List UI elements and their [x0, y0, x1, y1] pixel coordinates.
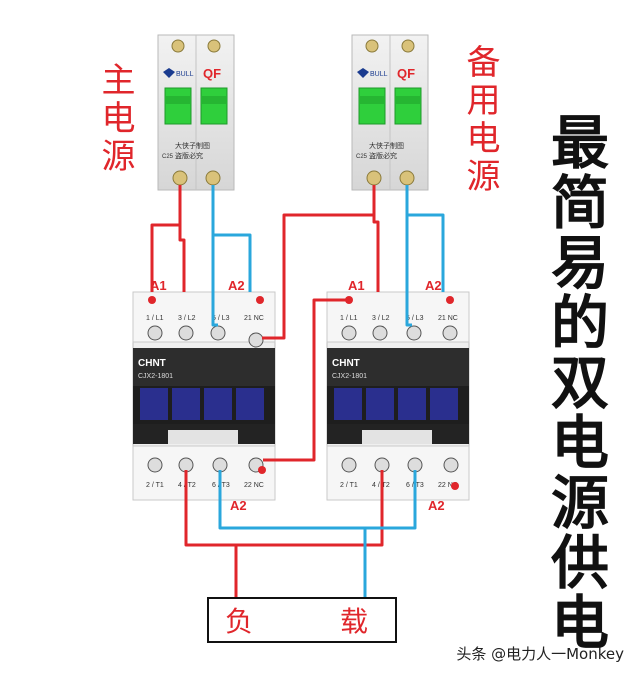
terminal-label: 5 / L3: [406, 315, 424, 322]
load-box: 负 载: [207, 597, 397, 643]
main-supply-label: 主电源: [95, 62, 135, 176]
contactor-brand: CHNT: [332, 358, 360, 369]
contactor-brand: CHNT: [138, 358, 166, 369]
wire-red: [178, 185, 186, 292]
breaker-text-2: 盗版必究: [369, 151, 397, 160]
wire-red: [372, 185, 380, 292]
wires: [150, 185, 445, 600]
coil-label-a1: A1: [348, 278, 365, 293]
bull-logo-icon: [163, 68, 175, 78]
contactor-model: CJX2-1801: [332, 373, 367, 380]
load-label-1: 负: [225, 606, 253, 637]
backup-supply-label: 备用电源: [460, 44, 500, 196]
coil-label-a1: A1: [150, 278, 167, 293]
terminal-label: 5 / L3: [212, 315, 230, 322]
coil-terminal-dots: [148, 296, 459, 490]
wire-blue: [407, 213, 445, 292]
breaker-brand: BULL: [176, 71, 194, 78]
breaker-qf-mark: QF: [397, 66, 415, 81]
terminal-label: 22 NC: [438, 482, 458, 489]
coil-label-a2: A2: [425, 278, 442, 293]
breaker-rating: C25: [356, 154, 368, 160]
watermark: 头条 @电力人一Monkey: [456, 645, 624, 663]
coil-label-a2: A2: [228, 278, 245, 293]
terminal-label: 1 / L1: [146, 315, 164, 322]
coil-label-a2: A2: [428, 498, 445, 513]
contactor-backup: 1 / L1 3 / L2 5 / L3 21 NC CHNT CJX2-180…: [326, 291, 470, 501]
terminal-label: 2 / T1: [146, 482, 164, 489]
bull-logo-icon: [357, 68, 369, 78]
terminal-label: 21 NC: [438, 315, 458, 322]
terminal-label: 3 / L2: [372, 315, 390, 322]
wire-red: [263, 298, 349, 462]
breaker-text-1: 大侠子制图: [369, 141, 404, 150]
breaker-backup: BULL QF C25 大侠子制图 盗版必究: [351, 34, 429, 191]
load-label-2: 载: [340, 606, 368, 637]
terminal-label: 1 / L1: [340, 315, 358, 322]
terminal-label: 22 NC: [244, 482, 264, 489]
diagram-title: 最简易的双电源供电: [541, 112, 609, 652]
wire-red: [150, 185, 182, 292]
breaker-text-2: 盗版必究: [175, 151, 203, 160]
contactor-main: 1 / L1 3 / L2 5 / L3 21 NC CHNT CJX2-180…: [132, 291, 276, 501]
wire-blue: [218, 470, 417, 530]
coil-label-a2: A2: [230, 498, 247, 513]
terminal-label: 2 / T1: [340, 482, 358, 489]
wire-blue: [213, 233, 252, 292]
breaker-qf-mark: QF: [203, 66, 221, 81]
breaker-text-1: 大侠子制图: [175, 141, 210, 150]
wire-blue: [211, 185, 218, 327]
contactor-model: CJX2-1801: [138, 373, 173, 380]
terminal-label: 21 NC: [244, 315, 264, 322]
breaker-brand: BULL: [370, 71, 388, 78]
breaker-rating: C25: [162, 154, 174, 160]
terminal-label: 3 / L2: [178, 315, 196, 322]
breaker-main: BULL QF C25 大侠子制图 盗版必究: [157, 34, 235, 191]
wire-blue: [405, 185, 412, 327]
wire-red: [184, 470, 384, 547]
